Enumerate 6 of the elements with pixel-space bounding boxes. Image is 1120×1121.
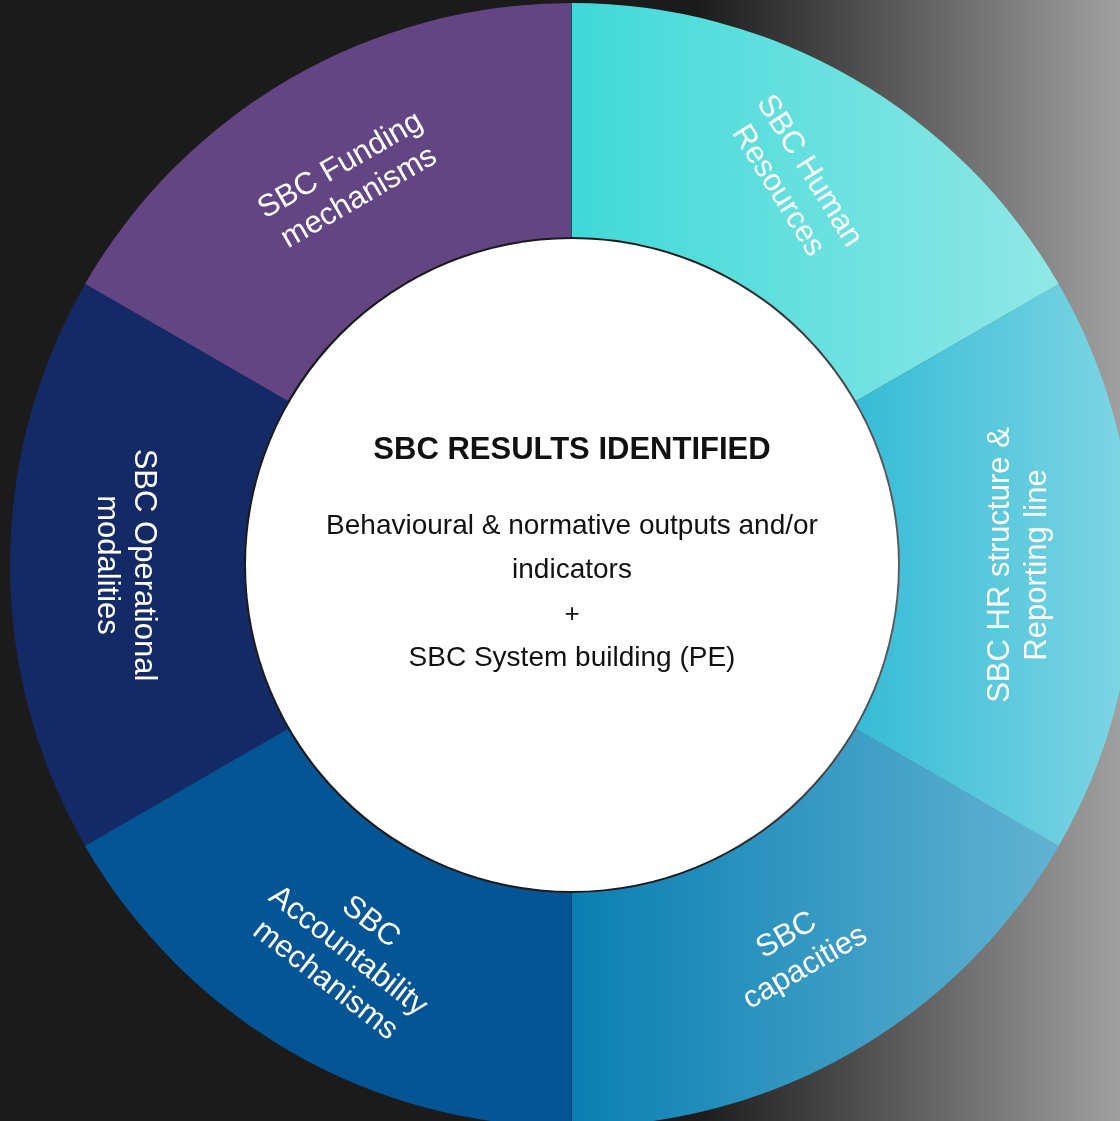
body-text: Behavioural & normative outputs and/or indicators bbox=[325, 508, 819, 586]
heading: SBC RESULTS IDENTIFIED bbox=[372, 431, 772, 467]
segment-label: SBC Operational modalities bbox=[90, 447, 165, 684]
body-text: SBC System building (PE) bbox=[407, 640, 737, 674]
segment-label: SBC HR structure & Reporting line bbox=[979, 426, 1054, 705]
plus-sign: + bbox=[564, 597, 580, 630]
